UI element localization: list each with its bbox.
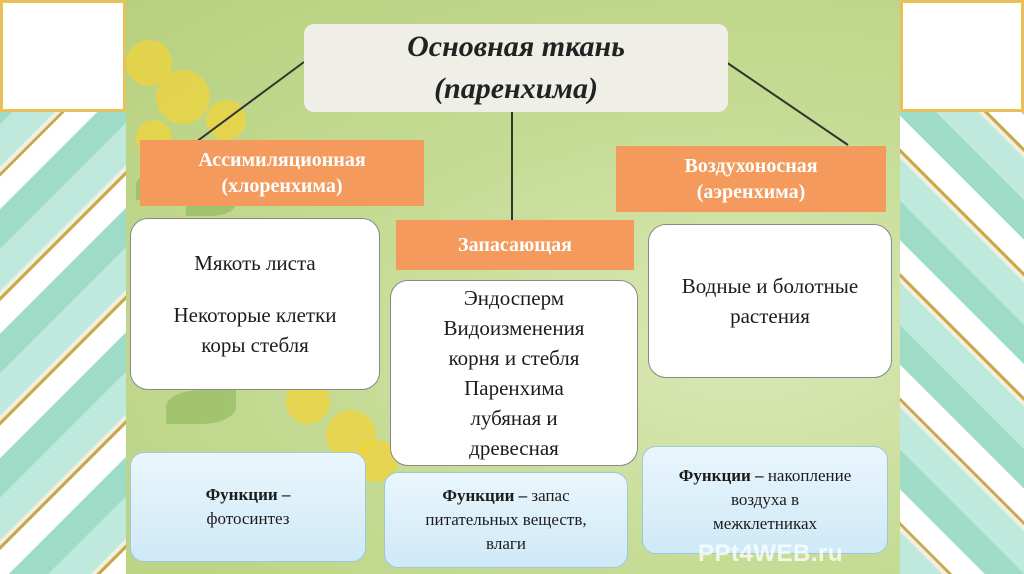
connector-lines	[195, 61, 849, 222]
category-assimilation: Ассимиляционная (хлоренхима)	[140, 140, 424, 206]
functions-text: накопление	[767, 466, 852, 485]
title-line-1: Основная ткань	[407, 30, 625, 63]
right-corner-frame	[900, 0, 1024, 112]
example-item: лубяная и	[470, 406, 558, 430]
example-item: растения	[730, 304, 810, 328]
functions-text: межклетниках	[712, 514, 817, 533]
example-item: Некоторые клетки	[173, 303, 337, 327]
category-name: Воздухоносная	[684, 155, 818, 177]
category-storage: Запасающая	[396, 220, 634, 270]
examples-assimilation: Мякоть листа Некоторые клетки коры стебл…	[130, 218, 380, 390]
functions-assimilation: Функции – фотосинтез	[130, 452, 366, 562]
functions-label: Функции –	[442, 486, 528, 505]
category-subname: (хлоренхима)	[221, 175, 343, 197]
example-item: Эндосперм	[463, 286, 565, 310]
slide-canvas: Основная ткань (паренхима) Ассимиляционн…	[126, 0, 900, 574]
functions-text: воздуха в	[730, 490, 800, 509]
example-item: коры стебля	[201, 333, 309, 357]
example-item: Водные и болотные	[681, 274, 859, 298]
functions-text: влаги	[486, 534, 526, 553]
example-item: древесная	[469, 436, 559, 460]
title-line-2: (паренхима)	[434, 72, 598, 105]
category-subname: (аэренхима)	[696, 181, 806, 203]
category-name: Ассимиляционная	[198, 149, 366, 171]
leaf-decoration	[166, 390, 236, 424]
examples-aerenchyma: Водные и болотные растения	[648, 224, 892, 378]
functions-aerenchyma: Функции – накопление воздуха в межклетни…	[642, 446, 888, 554]
functions-label: Функции –	[205, 485, 291, 504]
example-item: Видоизменения	[443, 316, 585, 340]
functions-text: запас	[531, 486, 570, 505]
watermark: PPt4WEB.ru	[698, 540, 844, 567]
connector-line	[195, 61, 305, 143]
example-item: Паренхима	[464, 376, 564, 400]
category-aerenchyma: Воздухоносная (аэренхима)	[616, 146, 886, 212]
example-item: корня и стебля	[448, 346, 580, 370]
example-item: Мякоть листа	[194, 251, 316, 275]
functions-storage: Функции – запас питательных веществ, вла…	[384, 472, 628, 568]
connector-line	[725, 61, 849, 146]
left-corner-frame	[0, 0, 126, 112]
functions-text: питательных веществ,	[425, 510, 587, 529]
category-name: Запасающая	[458, 234, 572, 256]
examples-storage: Эндосперм Видоизменения корня и стебля П…	[390, 280, 638, 466]
functions-text: фотосинтез	[206, 509, 290, 528]
diagram-title: Основная ткань (паренхима)	[304, 24, 728, 112]
mimosa-flower-decoration	[156, 70, 210, 124]
functions-label: Функции –	[678, 466, 764, 485]
